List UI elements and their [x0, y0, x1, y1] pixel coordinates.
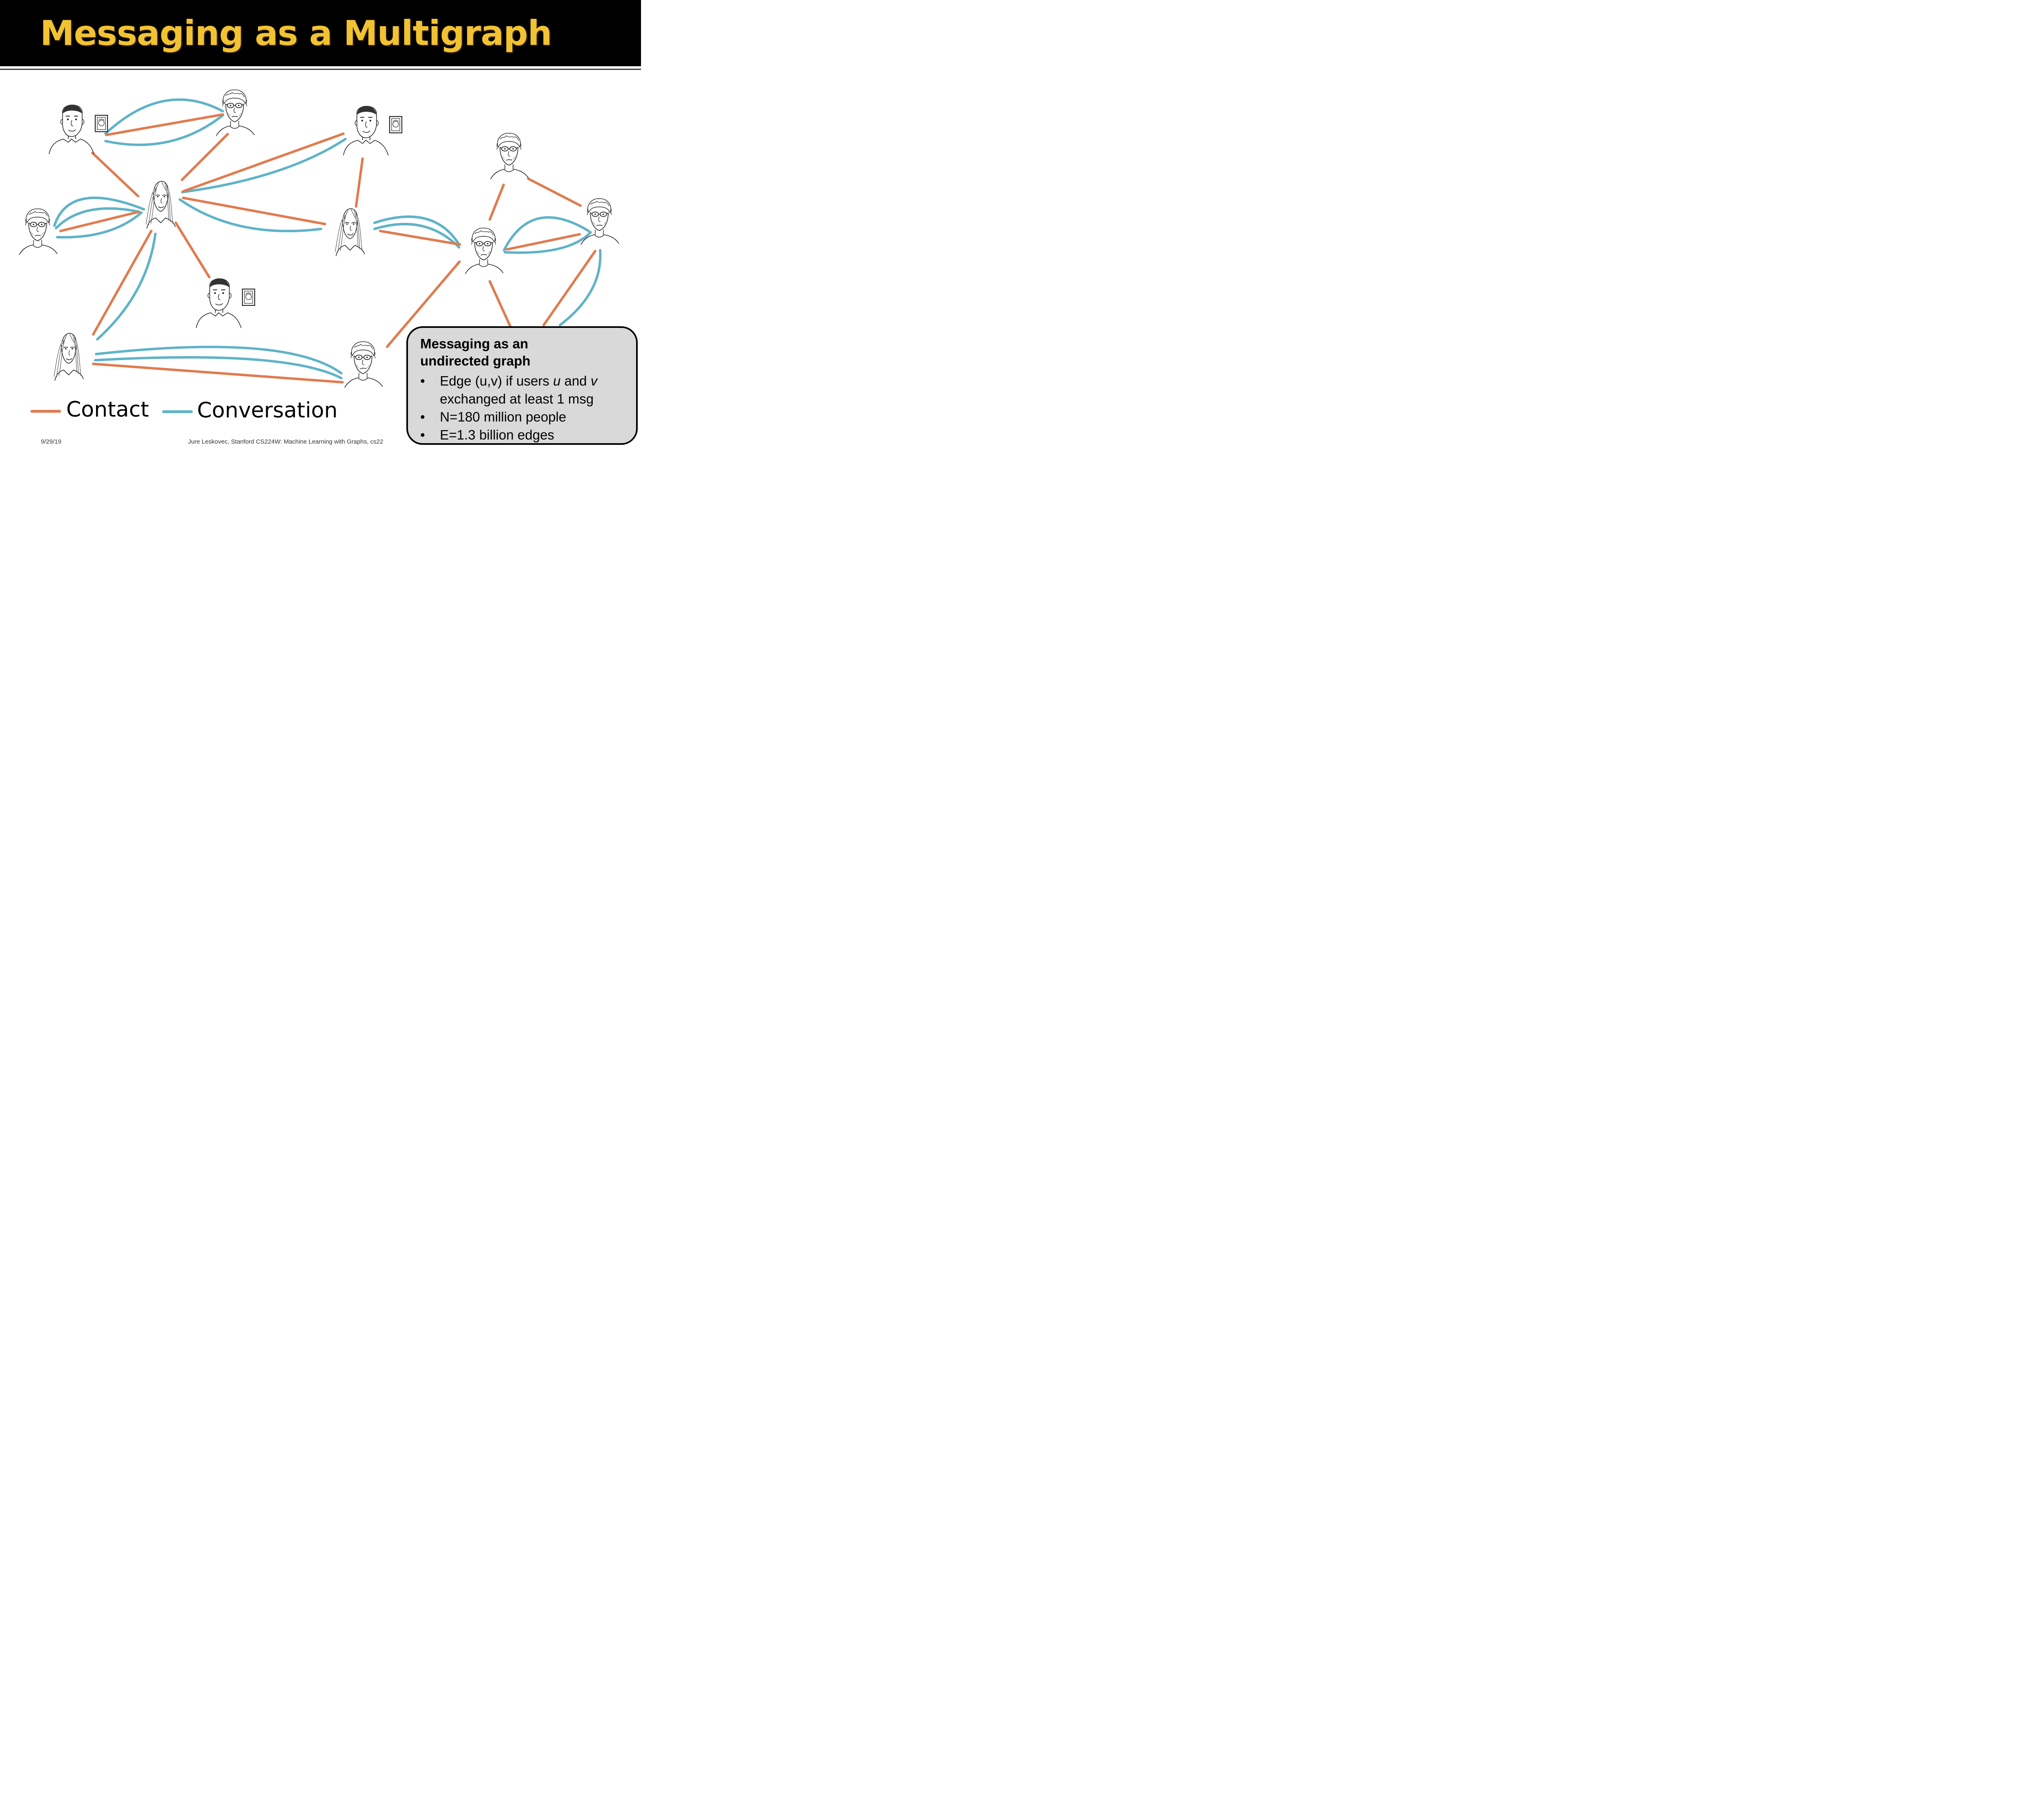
item1-v: v	[590, 373, 598, 388]
info-box: Messaging as an undirected graph • Edge …	[406, 326, 638, 445]
contact-edge	[105, 113, 224, 136]
contact-edge	[379, 230, 461, 246]
person-node-man-top-left	[48, 104, 108, 155]
conversation-edge	[104, 114, 224, 146]
info-item-edge-definition: • Edge (u,v) if users u and v exchanged …	[420, 372, 628, 408]
contact-edge	[542, 250, 596, 326]
conversation-edge	[504, 231, 592, 254]
person-node-old-woman-far-right	[580, 198, 619, 245]
footer-date: 9/29/19	[41, 438, 62, 445]
conversation-edge	[56, 211, 143, 239]
conversation-edge	[181, 138, 347, 193]
contact-edge	[527, 177, 582, 207]
contact-edges	[59, 113, 596, 383]
contact-edge	[181, 133, 229, 181]
person-node-old-woman-right-top	[490, 132, 529, 179]
contact-edge	[175, 222, 211, 278]
contact-edge	[92, 363, 344, 383]
conversation-edge	[53, 196, 145, 227]
conversation-edge	[55, 207, 140, 229]
conversation-edge	[94, 356, 343, 379]
info-box-heading: Messaging as an undirected graph	[420, 335, 628, 370]
item1-mid: and	[560, 373, 591, 388]
slide-title: Messaging as a Multigraph	[40, 13, 552, 53]
contact-edge	[506, 233, 581, 251]
conversation-edge	[373, 215, 460, 246]
conversation-edge	[95, 345, 343, 375]
info-bullet-list: • Edge (u,v) if users u and v exchanged …	[420, 372, 628, 444]
info-heading-line2: undirected graph	[420, 353, 531, 368]
contact-edge	[182, 132, 345, 193]
multigraph-diagram	[19, 89, 619, 413]
contact-edge	[92, 230, 152, 336]
legend-conversation-label: Conversation	[197, 398, 338, 423]
contact-edge	[91, 152, 139, 197]
conversation-edge	[503, 216, 590, 251]
conversation-edge	[373, 223, 460, 249]
item3-text: E=1.3 billion edges	[440, 427, 554, 442]
bullet-dot: •	[420, 409, 425, 424]
person-node-young-woman-bottom-left	[54, 333, 84, 381]
person-node-old-woman-top	[216, 89, 255, 136]
info-item-edge-count: • E=1.3 billion edges	[420, 426, 628, 444]
conversation-edge	[559, 249, 602, 326]
conversation-edge	[179, 198, 322, 233]
conversation-edges	[53, 98, 602, 379]
person-node-old-woman-bottom	[344, 341, 383, 388]
bullet-dot: •	[420, 427, 425, 442]
item1-line2: exchanged at least 1 msg	[440, 391, 594, 406]
title-rule	[0, 69, 641, 70]
person-node-man-bottom-center	[195, 278, 256, 329]
legend-contact-label: Contact	[66, 397, 149, 422]
item1-u: u	[553, 373, 561, 388]
person-node-young-woman-middle	[335, 208, 365, 256]
person-node-man-top-right	[343, 105, 403, 156]
info-item-node-count: • N=180 million people	[420, 408, 628, 426]
conversation-edge	[96, 233, 157, 341]
info-heading-line1: Messaging as an	[420, 336, 529, 351]
item2-text: N=180 million people	[440, 409, 567, 424]
item1-pre: Edge (u,v) if users	[440, 373, 553, 388]
contact-edge	[386, 260, 461, 348]
person-node-old-woman-left	[19, 208, 58, 255]
person-node-young-woman-center	[146, 181, 176, 229]
footer-text: Jure Leskovec, Stanford CS224W: Machine …	[188, 438, 383, 445]
contact-edge	[489, 184, 505, 221]
contact-edge	[489, 280, 512, 329]
person-node-old-woman-hub	[465, 227, 504, 274]
contact-edge	[355, 157, 364, 208]
contact-edge	[59, 211, 140, 232]
contact-edge	[182, 197, 326, 225]
bullet-dot: •	[420, 373, 425, 388]
title-bar: Messaging as a Multigraph	[0, 0, 641, 66]
conversation-edge	[104, 98, 224, 135]
